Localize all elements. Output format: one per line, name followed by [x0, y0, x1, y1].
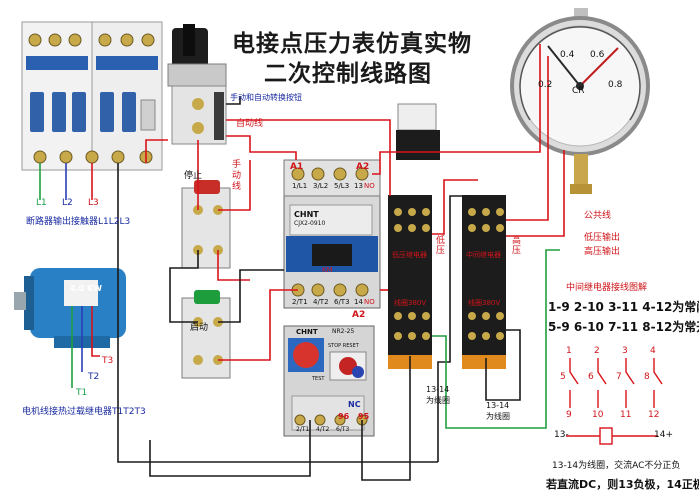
side-low-label: 低压 [436, 236, 446, 256]
ct-bot-2: 4/T2 [313, 298, 329, 306]
gauge-04: 0.4 [560, 50, 575, 60]
gauge-02: 0.2 [538, 80, 553, 90]
motor-power: 4.0 KW [70, 284, 102, 293]
legend-schematic [566, 358, 663, 445]
legend-bot-11: 11 [620, 410, 632, 420]
overload-t2: 4/T2 [316, 426, 330, 433]
low-out-label: 低压输出 [584, 233, 621, 243]
ct-top-3: 5/L3 [334, 182, 350, 190]
gauge-08: 0.8 [608, 80, 623, 90]
ct-top-4: 13 [354, 182, 363, 190]
relay1-coil: 线圈380V [394, 299, 427, 307]
overload-t3: 6/T3 [336, 426, 350, 433]
selector-switch [167, 24, 227, 145]
legend-coil-right: 14+ [654, 430, 673, 440]
relay2-label: 13-14 为线圈 [486, 401, 510, 421]
legend-top-1: 1 [566, 346, 572, 356]
legend-bot-10: 10 [592, 410, 604, 420]
motor-t2: T2 [88, 372, 100, 382]
gauge-06: 0.6 [590, 50, 605, 60]
ct-bot-4: 14 [354, 298, 363, 306]
breaker-label: 断路器输出接触器L1L2L3 [26, 217, 131, 227]
overload-95: 95 [358, 412, 370, 421]
ct-top-2: 3/L2 [313, 182, 329, 190]
relay-photo [396, 103, 440, 160]
legend-mid-7: 7 [616, 372, 622, 382]
start-button-block [181, 290, 231, 379]
coil-km: KM [322, 266, 333, 274]
relay-2 [462, 195, 506, 369]
legend-mid-6: 6 [588, 372, 594, 382]
overload-brand: CHNT [296, 328, 318, 336]
gauge-cr: CR [572, 86, 585, 96]
title-line1: 电接点压力表仿真实物 [232, 30, 472, 57]
contactor [283, 159, 381, 309]
coil-a2: A2 [356, 162, 370, 172]
motor [14, 268, 126, 348]
legend-no: 5-9 6-10 7-11 8-12为常开触点 [548, 320, 699, 334]
legend-bot-9: 9 [566, 410, 572, 420]
ct-bot-no: NO [364, 298, 375, 306]
overload-96: 96 [338, 412, 350, 421]
legend-top-2: 2 [594, 346, 600, 356]
manual-wire-label: 手动线 [232, 160, 242, 192]
legend-title: 中间继电器接线图解 [566, 283, 648, 293]
ct-top-no: NO [364, 182, 375, 190]
overload-stop-reset: STOP RESET [328, 343, 359, 349]
ct-bot-3: 6/T3 [334, 298, 350, 306]
terminal-l3: L3 [88, 198, 99, 208]
start-label: 启动 [190, 323, 209, 333]
relay2-name: 中间继电器 [466, 251, 501, 259]
stop-label: 停止 [184, 171, 203, 181]
title-line2: 二次控制线路图 [264, 60, 432, 87]
terminal-l1: L1 [36, 198, 47, 208]
wires [39, 44, 565, 481]
ct-top-1: 1/L1 [292, 182, 308, 190]
stop-button-block [181, 180, 231, 269]
legend-top-4: 4 [650, 346, 656, 356]
overload-test: TEST [312, 376, 325, 382]
terminal-l2: L2 [62, 198, 73, 208]
high-out-label: 高压输出 [584, 247, 621, 257]
legend-coil-left: 13- [554, 430, 569, 440]
relay1-label: 13-14 为线圈 [426, 385, 450, 405]
relay-1 [388, 195, 432, 369]
relay1-name: 低压继电器 [392, 251, 427, 259]
legend-nc: 1-9 2-10 3-11 4-12为常闭触点 [548, 300, 699, 314]
pressure-gauge [510, 8, 650, 194]
relay2-coil: 线圈380V [468, 299, 501, 307]
overload-model: NR2-25 [332, 328, 355, 335]
legend-top-3: 3 [622, 346, 628, 356]
circuit-breaker [21, 21, 163, 171]
legend-bot-12: 12 [648, 410, 660, 420]
legend-mid-5: 5 [560, 372, 566, 382]
public-line-label: 公共线 [584, 211, 612, 221]
legend-coil-note1: 13-14为线圈，交流AC不分正负 [552, 461, 681, 471]
auto-wire-label: 自动线 [236, 119, 264, 129]
overload-nc: NC [348, 400, 361, 409]
coil-a1: A1 [290, 162, 304, 172]
motor-t1: T1 [76, 388, 88, 398]
motor-label: 电机线接热过载继电器T1T2T3 [22, 407, 146, 417]
legend-mid-8: 8 [644, 372, 650, 382]
switch-label: 手动和自动转换按钮 [230, 93, 302, 102]
ct-bot-1: 2/T1 [292, 298, 308, 306]
contactor-brand: CHNT [294, 210, 319, 219]
side-high-label: 高压 [512, 236, 522, 256]
overload-t1: 2/T1 [296, 426, 310, 433]
overload-relay [283, 325, 375, 437]
contactor-model: CJX2-0910 [294, 220, 326, 227]
motor-t3: T3 [102, 356, 114, 366]
legend-coil-note2: 若直流DC，则13负极，14正极 [546, 478, 699, 491]
coil-a2-bottom: A2 [352, 310, 366, 320]
